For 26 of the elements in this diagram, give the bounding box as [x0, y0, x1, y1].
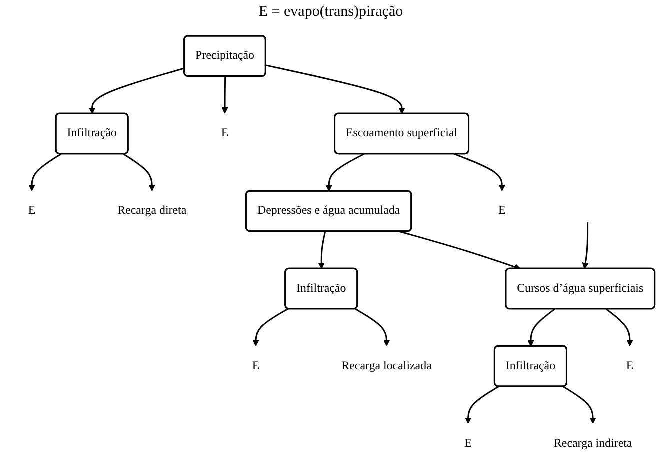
note-text: E = evapo(trans)piração: [258, 4, 404, 21]
node-text: Recarga localizada: [342, 360, 432, 372]
node-text: E: [252, 360, 260, 372]
node-text: Recarga indireta: [554, 437, 632, 450]
arrow: [222, 76, 228, 114]
arrow: [252, 308, 289, 346]
arrow: [89, 68, 185, 114]
node-text: E: [626, 360, 634, 372]
arrow: [123, 154, 156, 192]
arrow: [528, 308, 556, 347]
node-text: E: [498, 204, 506, 218]
arrow: [454, 154, 506, 192]
arrow: [582, 222, 589, 270]
arrow: [354, 308, 390, 346]
arrow: [400, 231, 521, 270]
arrow: [563, 386, 596, 424]
node-text: E: [28, 204, 36, 218]
arrow: [28, 154, 62, 192]
arrow: [326, 154, 365, 192]
node-text: E: [464, 437, 472, 450]
arrow: [318, 232, 326, 270]
node-text: E: [221, 126, 229, 140]
arrow: [266, 64, 406, 114]
arrow: [606, 308, 634, 346]
node-text: Recarga direta: [118, 204, 187, 218]
arrow: [465, 386, 500, 424]
